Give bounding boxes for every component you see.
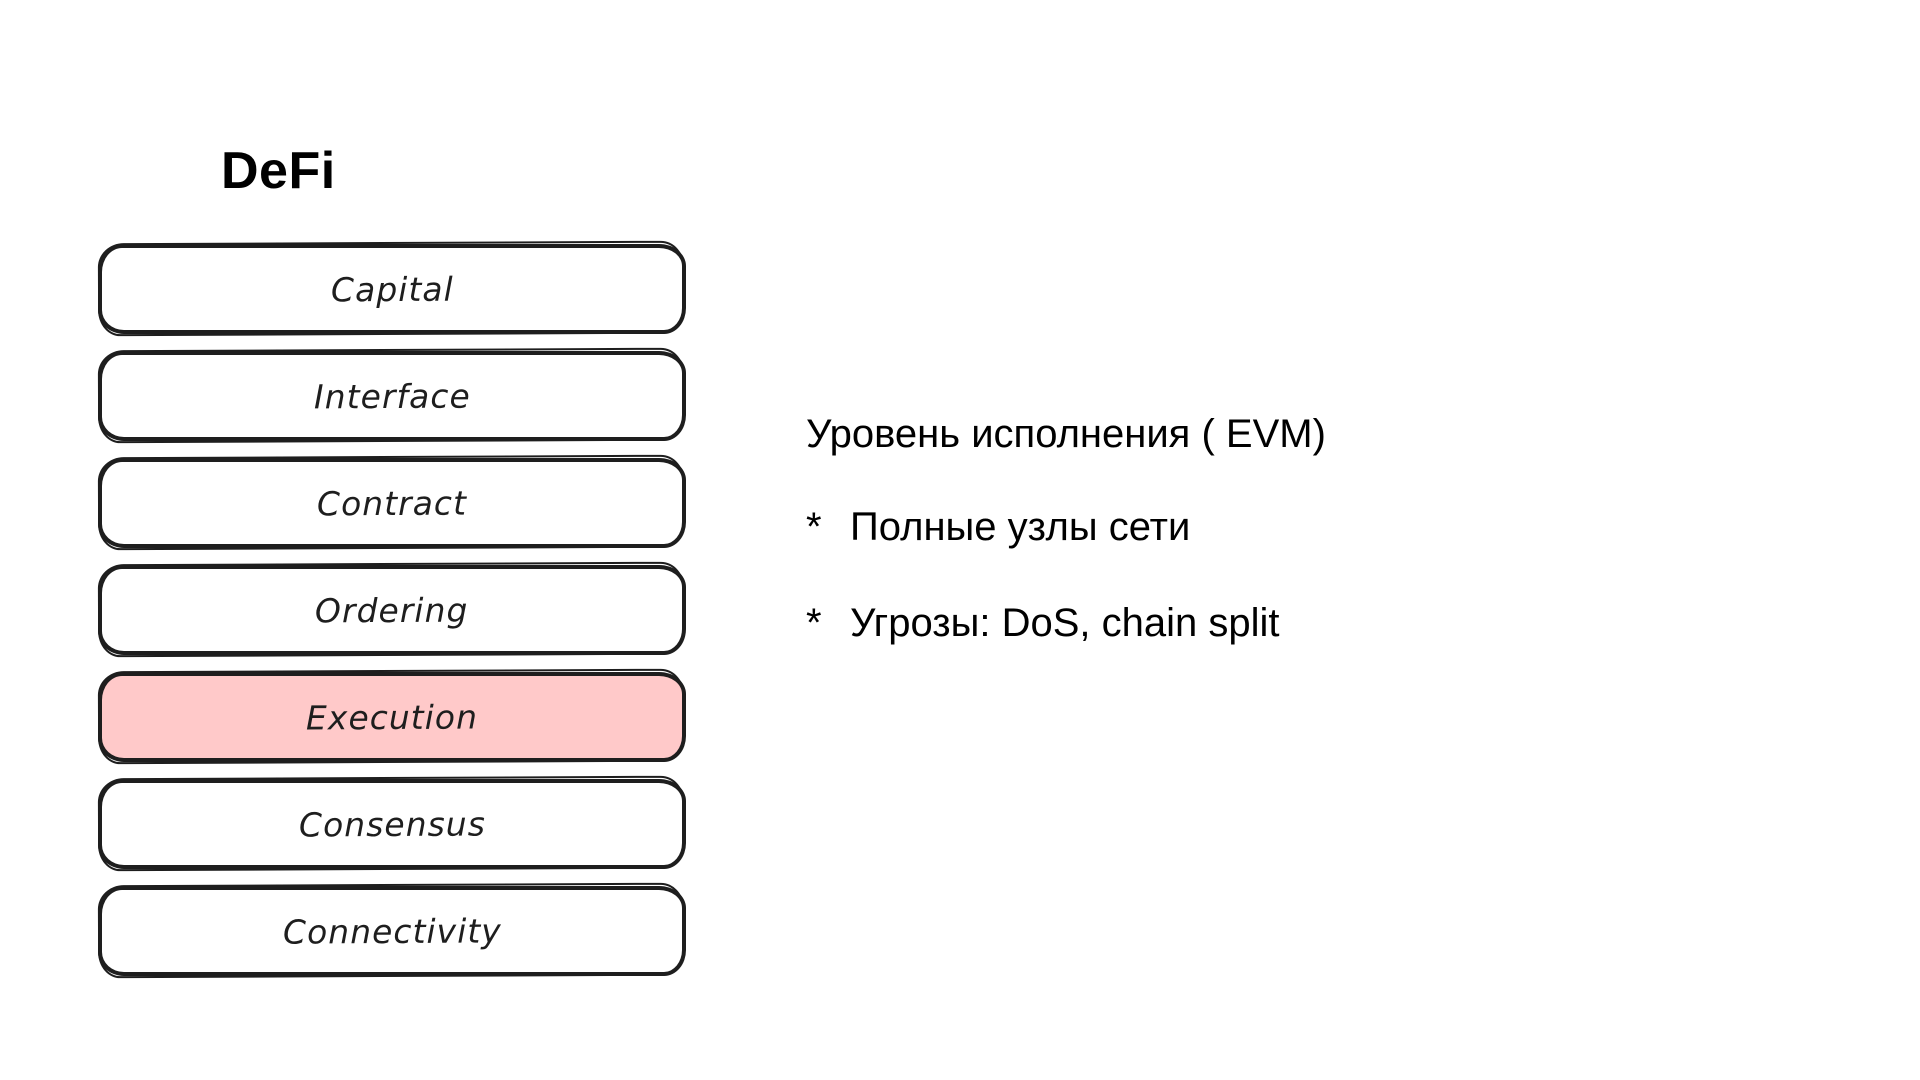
layer-label: Execution xyxy=(305,697,479,737)
bullet-text: Угрозы: DoS, chain split xyxy=(850,601,1280,645)
layer-box: Capital xyxy=(98,244,686,334)
bullet-list: * Полные узлы сети * Угрозы: DoS, chain … xyxy=(806,503,1566,647)
layer-label: Consensus xyxy=(298,804,486,844)
layer-label: Contract xyxy=(316,483,468,523)
notes-panel: Уровень исполнения ( EVM) * Полные узлы … xyxy=(806,410,1566,695)
layer-label: Connectivity xyxy=(282,910,502,952)
layer-box: Contract xyxy=(98,458,686,548)
bullet-item: * Угрозы: DoS, chain split xyxy=(806,599,1566,647)
layer-stack: Capital Interface Contract Ordering Exec… xyxy=(98,244,686,976)
layer-box: Ordering xyxy=(98,565,686,655)
bullet-marker: * xyxy=(806,601,822,645)
layer-label: Interface xyxy=(313,376,471,416)
layer-box: Connectivity xyxy=(98,886,686,976)
notes-heading: Уровень исполнения ( EVM) xyxy=(806,412,1326,456)
bullet-marker: * xyxy=(806,505,822,549)
layer-label: Ordering xyxy=(315,590,469,630)
layer-box: Consensus xyxy=(98,779,686,869)
bullet-item: * Полные узлы сети xyxy=(806,503,1566,551)
bullet-text: Полные узлы сети xyxy=(850,505,1191,549)
layer-box: Execution xyxy=(98,672,686,762)
diagram-title: DeFi xyxy=(221,142,336,200)
layer-box: Interface xyxy=(98,351,686,441)
layer-label: Capital xyxy=(330,269,454,309)
